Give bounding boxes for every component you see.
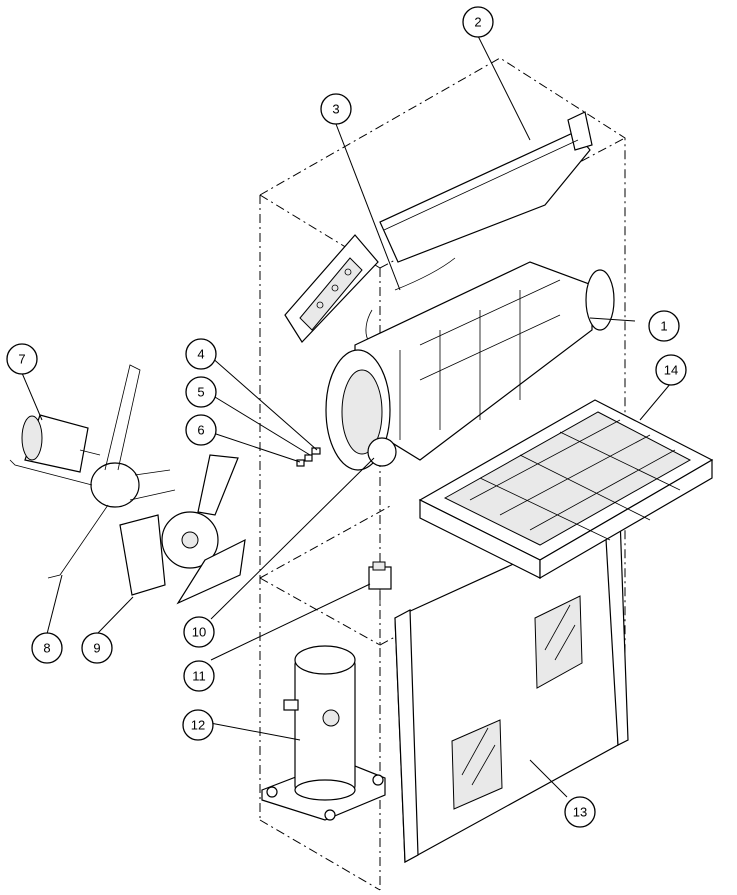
svg-text:10: 10 xyxy=(192,625,206,640)
callout-8: 8 xyxy=(31,632,63,664)
callout-11: 11 xyxy=(183,660,215,692)
callout-2: 2 xyxy=(462,6,494,38)
svg-text:8: 8 xyxy=(43,641,50,656)
callout-12: 12 xyxy=(182,709,214,741)
callout-7: 7 xyxy=(6,343,38,375)
svg-text:1: 1 xyxy=(660,319,667,334)
svg-text:4: 4 xyxy=(197,347,204,362)
svg-text:9: 9 xyxy=(93,641,100,656)
leader-lines xyxy=(21,35,672,798)
fasteners-part xyxy=(296,447,321,467)
callout-5: 5 xyxy=(185,376,217,408)
svg-text:11: 11 xyxy=(192,669,206,684)
callout-9: 9 xyxy=(81,632,113,664)
motor-mount-part xyxy=(9,364,176,579)
svg-text:12: 12 xyxy=(191,718,205,733)
blower-assembly-part xyxy=(325,261,615,471)
callout-1: 1 xyxy=(648,310,680,342)
svg-text:2: 2 xyxy=(474,15,481,30)
callout-13: 13 xyxy=(564,796,596,828)
switch-part xyxy=(368,561,392,604)
callout-14: 14 xyxy=(655,354,687,386)
fan-blade-part xyxy=(119,454,246,605)
top-panel-part xyxy=(379,111,593,263)
svg-text:5: 5 xyxy=(197,385,204,400)
svg-text:14: 14 xyxy=(664,363,678,378)
control-bracket-part xyxy=(284,234,456,343)
svg-text:13: 13 xyxy=(573,805,587,820)
callout-10: 10 xyxy=(183,616,215,648)
motor-part xyxy=(21,414,101,473)
access-panel-part xyxy=(394,517,629,863)
filter-part xyxy=(418,399,714,580)
callout-3: 3 xyxy=(320,93,352,125)
svg-text:3: 3 xyxy=(332,102,339,117)
svg-text:7: 7 xyxy=(18,352,25,367)
compressor-part xyxy=(261,645,386,821)
callout-6: 6 xyxy=(185,414,217,446)
callout-4: 4 xyxy=(185,338,217,370)
svg-text:6: 6 xyxy=(197,423,204,438)
